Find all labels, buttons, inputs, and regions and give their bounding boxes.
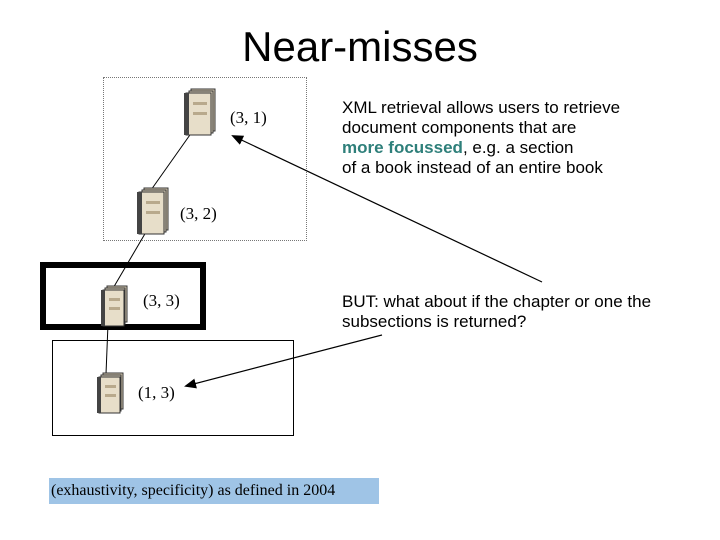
node-label: (3, 3) (143, 291, 180, 310)
book-icon (101, 285, 128, 327)
text-line: document components that are (342, 118, 577, 137)
book-icon (97, 372, 124, 414)
arrow-to-3-1 (231, 135, 543, 283)
tree-edge (150, 131, 193, 191)
book-icon (184, 88, 216, 136)
tree-edge (105, 323, 109, 375)
text-line: of a book instead of an entire book (342, 158, 603, 177)
text-line: more focussed, e.g. a section (342, 138, 712, 158)
tree-edge (111, 231, 147, 291)
caption-note: (exhaustivity, specificity) as defined i… (49, 478, 379, 504)
node-label: (1, 3) (138, 383, 175, 402)
text-fragment: , e.g. a section (462, 138, 574, 157)
slide-title: Near-misses (242, 23, 478, 70)
highlighted-phrase: more focussed (342, 138, 463, 157)
highlight-box (40, 262, 206, 330)
question-text: BUT: what about if the chapter or one th… (342, 292, 717, 332)
dotted-box (103, 77, 307, 241)
arrow-to-1-3 (184, 334, 383, 389)
node-label: (3, 1) (230, 108, 267, 127)
text-line: BUT: what about if the chapter or one th… (342, 292, 652, 311)
text-line: subsections is returned? (342, 312, 527, 331)
explanation-text: XML retrieval allows users to retrieve d… (342, 98, 712, 178)
node-label: (3, 2) (180, 204, 217, 223)
book-icon (137, 187, 169, 235)
text-line: XML retrieval allows users to retrieve (342, 98, 621, 117)
outline-box (52, 340, 294, 436)
